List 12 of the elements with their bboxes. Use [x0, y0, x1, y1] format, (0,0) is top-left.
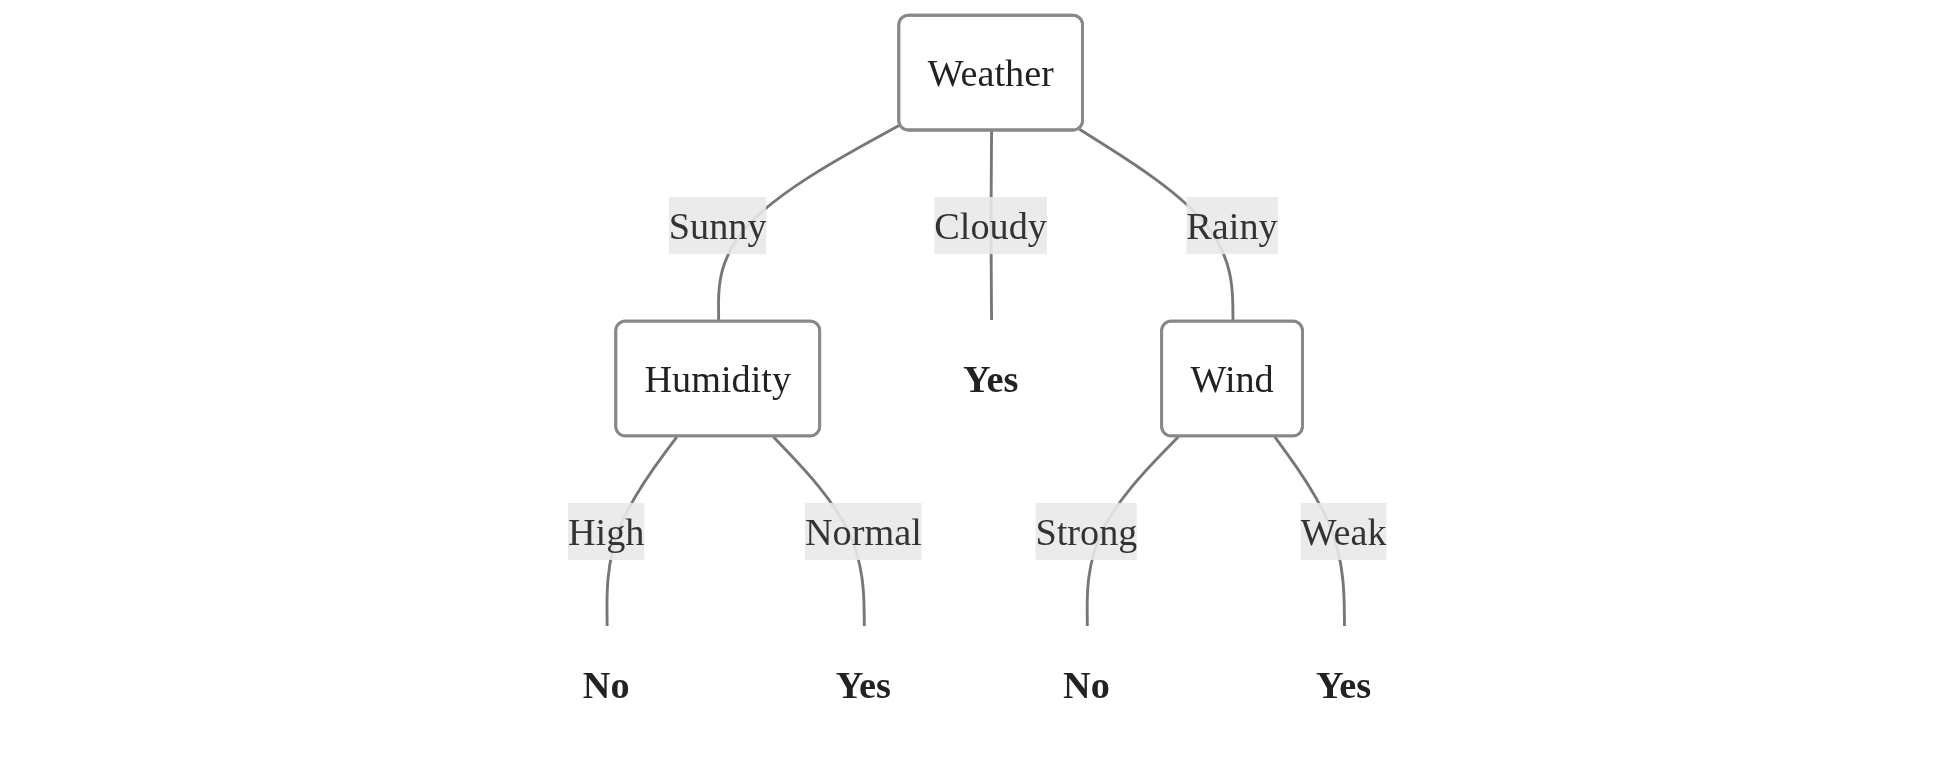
node-text: Yes: [835, 663, 891, 706]
edge-label: Weak: [1300, 510, 1387, 553]
edge-label: Strong: [1035, 510, 1138, 553]
node-text: Yes: [963, 357, 1019, 400]
node-text: Yes: [1315, 663, 1372, 706]
edge-label: High: [567, 510, 645, 553]
node-text: No: [1063, 663, 1110, 706]
node-text: No: [582, 663, 630, 706]
edge-label: Rainy: [1186, 204, 1278, 247]
edge-label: Sunny: [668, 204, 767, 247]
edge-label: Normal: [804, 510, 922, 553]
edge-label: Cloudy: [934, 204, 1047, 247]
